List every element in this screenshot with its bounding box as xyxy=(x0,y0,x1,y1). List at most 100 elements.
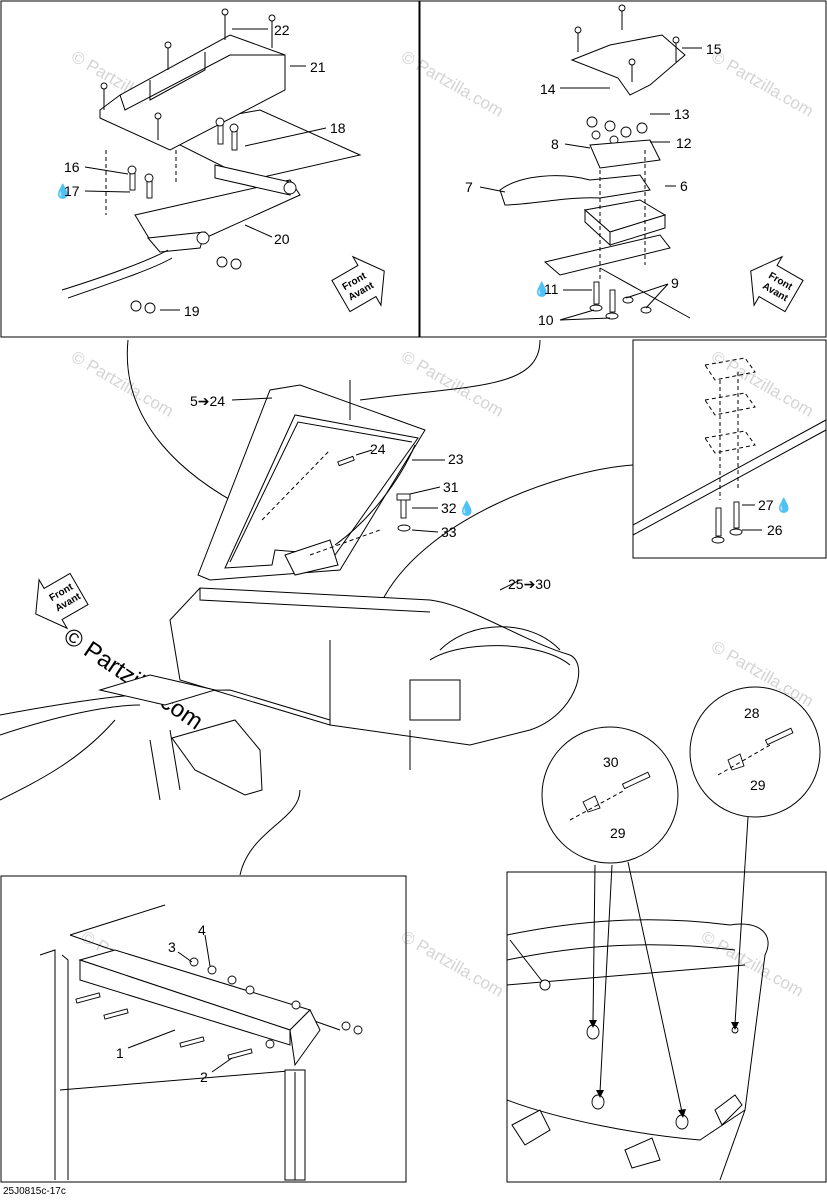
callout-8: 8 xyxy=(551,136,559,152)
leader-line xyxy=(244,127,327,147)
screw-group xyxy=(100,8,276,199)
callout-29: 29 xyxy=(610,825,626,841)
watermark: © Partzilla.com xyxy=(708,347,817,421)
nut-group xyxy=(586,116,648,145)
seat-surface-line xyxy=(632,419,827,526)
leader-line xyxy=(84,166,129,175)
bolt-head xyxy=(729,528,743,536)
seat-edge xyxy=(61,249,169,291)
panel-top-left: 22 21 18 16 💧 17 20 19 Front Avant xyxy=(0,0,420,338)
callout-19: 19 xyxy=(184,303,200,319)
main-assembly: 5➔24 24 23 31 32 💧 33 25➔30 Front Avant xyxy=(0,339,634,876)
dashed-guide xyxy=(717,744,771,776)
leader-line xyxy=(559,317,611,321)
screw xyxy=(764,727,794,746)
watermark: © Partzilla.com xyxy=(398,347,507,421)
panel-frame xyxy=(0,0,420,338)
pointer-arrow xyxy=(734,816,749,1025)
leader-line xyxy=(244,224,273,238)
seat-back-trim xyxy=(229,421,413,563)
hull-line xyxy=(149,729,181,801)
screw xyxy=(621,771,651,790)
callout-20: 20 xyxy=(274,231,290,247)
seal-strip xyxy=(334,444,416,546)
callout-31: 31 xyxy=(443,479,459,495)
callout-21: 21 xyxy=(310,59,326,75)
callout-22: 22 xyxy=(274,22,290,38)
screw xyxy=(337,455,355,467)
mount-bracket-front xyxy=(79,959,291,1046)
dashed-guide xyxy=(261,449,331,521)
circle-detail-30: 30 29 xyxy=(541,726,679,864)
cover-groove xyxy=(149,52,206,101)
leader-line xyxy=(479,186,506,193)
panel-frame xyxy=(632,339,827,559)
fastener xyxy=(539,979,551,991)
clip-nut xyxy=(727,753,745,771)
callout-26: 26 xyxy=(767,522,783,538)
dashed-guide xyxy=(569,789,626,821)
latch-bracket xyxy=(714,1094,743,1126)
clip-nut xyxy=(582,795,601,813)
callout-30: 30 xyxy=(603,754,619,770)
hinge-plate xyxy=(214,164,291,196)
pointer-arrow xyxy=(599,864,613,1093)
seat-outline xyxy=(506,919,769,1181)
floor-panel xyxy=(98,674,217,706)
front-arrow-icon: Front Avant xyxy=(35,572,89,630)
screw-group xyxy=(75,992,253,1060)
hull-line xyxy=(0,704,141,736)
bolt xyxy=(400,497,407,519)
screw-group xyxy=(574,4,680,82)
washer-outline xyxy=(704,392,756,416)
hinge-pivot xyxy=(196,231,210,245)
fastener xyxy=(591,1094,605,1110)
fastener xyxy=(675,1114,689,1130)
nut-group xyxy=(189,957,363,1049)
seat-surface-line xyxy=(632,429,827,536)
leader-line xyxy=(564,143,591,149)
watermark: © Partzilla.com xyxy=(708,637,817,711)
panel-frame xyxy=(419,0,827,338)
nut-outline xyxy=(704,357,756,381)
front-arrow-icon: Front Avant xyxy=(331,255,385,313)
arm-rest xyxy=(499,174,651,206)
callout-12: 12 xyxy=(676,135,692,151)
mount-plate xyxy=(589,139,661,169)
hull-line xyxy=(61,954,69,1180)
hinge-bracket xyxy=(284,539,339,576)
callout-33: 33 xyxy=(441,524,457,540)
callout-5-24: 5➔24 xyxy=(190,393,225,409)
callout-32: 32 xyxy=(441,500,457,516)
callout-4: 4 xyxy=(198,922,206,938)
panel-frame xyxy=(506,871,827,1183)
panel-bottom-left: 3 4 1 2 xyxy=(0,875,407,1183)
arrow-head xyxy=(589,1020,597,1028)
leader-line xyxy=(645,283,669,309)
mount-bracket-end xyxy=(289,1009,321,1067)
callout-3: 3 xyxy=(168,939,176,955)
watermark: © Partzilla.com xyxy=(398,47,507,121)
arrow-head xyxy=(596,1090,604,1098)
connector-curve xyxy=(239,789,301,876)
hull-line xyxy=(0,719,116,801)
callout-17-number: 17 xyxy=(64,183,80,199)
callout-27: 27 xyxy=(758,497,774,513)
hull-line xyxy=(69,904,166,936)
callout-23: 23 xyxy=(448,451,464,467)
watermark: © Partzilla.com xyxy=(698,927,807,1001)
drawing-code: 25J0815c-17c xyxy=(3,1186,66,1197)
leader-line xyxy=(411,529,439,533)
callout-6: 6 xyxy=(680,178,688,194)
callout-24: 24 xyxy=(370,441,386,457)
leader-line xyxy=(177,951,193,963)
leader-line xyxy=(231,397,273,401)
hull-line xyxy=(59,1069,301,1091)
leader-line xyxy=(559,309,595,321)
callout-11-icon: 💧 xyxy=(533,281,550,298)
callout-14: 14 xyxy=(540,81,556,97)
arrow-head xyxy=(678,1109,686,1118)
hinge-plate xyxy=(511,1109,551,1146)
front-arrow-icon: Front Avant xyxy=(750,255,804,313)
